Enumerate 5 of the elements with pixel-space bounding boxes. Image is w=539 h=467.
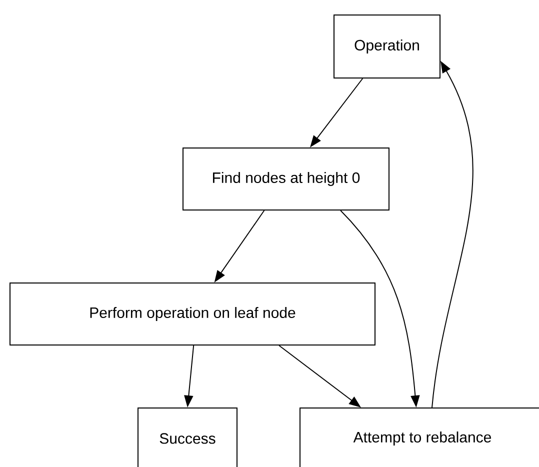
process-box: Perform operation on leaf node	[10, 282, 376, 346]
process-box: Operation	[334, 14, 440, 78]
process-box: Attempt to rebalance	[300, 408, 539, 467]
process-box: Success	[138, 408, 238, 467]
process-box: Find nodes at height 0	[182, 148, 390, 210]
